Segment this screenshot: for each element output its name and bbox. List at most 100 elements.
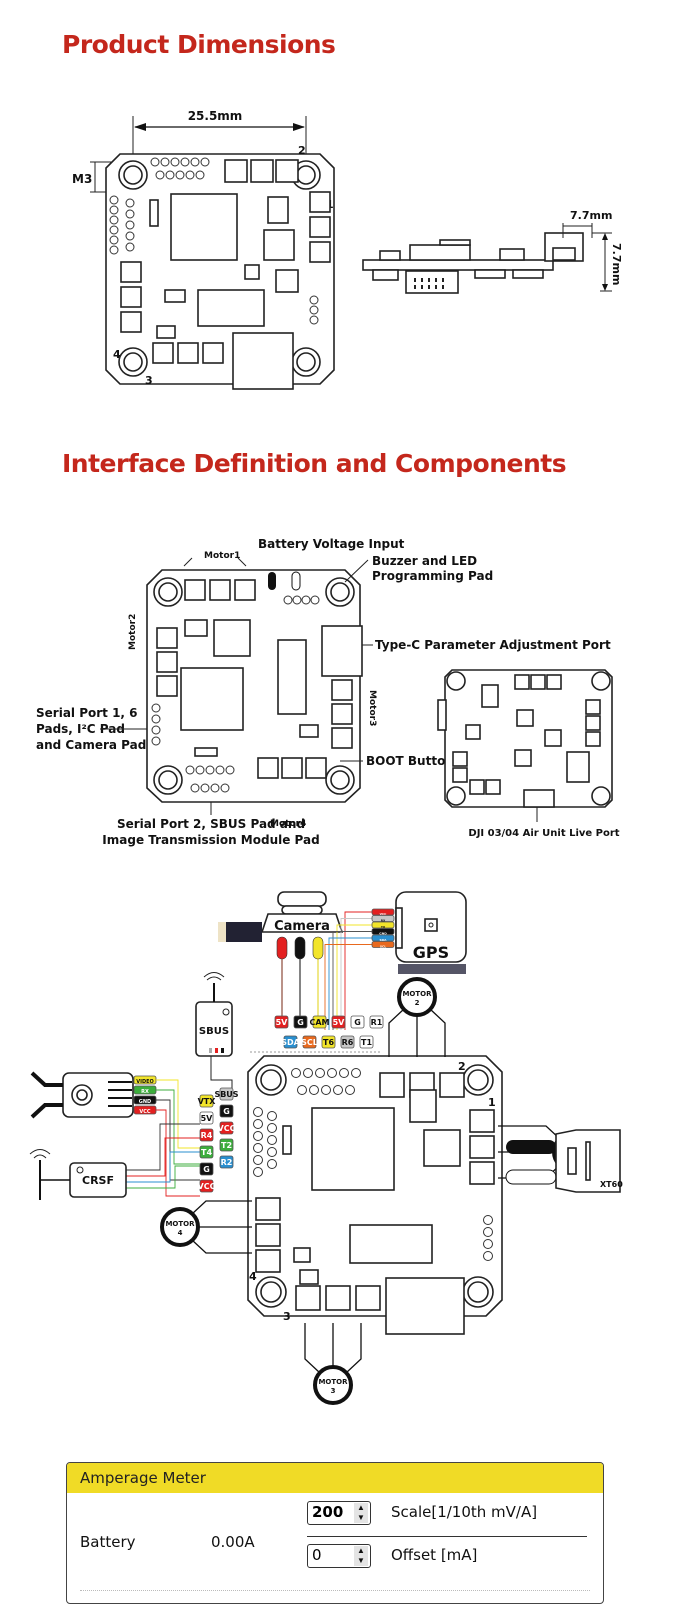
vtx-wire-tag: RX: [133, 1085, 157, 1095]
top-pad-label: SDA: [281, 1038, 300, 1047]
vtx-antenna-icon: [30, 1071, 63, 1119]
top-pad-label: R6: [342, 1038, 354, 1047]
top-pad: SDA: [281, 1035, 301, 1049]
gps-wire-tag-label: SDA: [380, 938, 388, 942]
right-pad-label: SBUS: [214, 1090, 238, 1099]
motor-number: 4: [178, 1229, 183, 1237]
sbus-receiver: SBUS: [195, 972, 233, 1088]
top-pad-label: G: [354, 1018, 361, 1027]
motor4-label: Motor4: [270, 819, 306, 829]
motor-label: MOTOR: [402, 990, 432, 998]
vtx-wire-tag-label: GND: [139, 1099, 151, 1105]
camera-wire-tag: [276, 936, 288, 960]
scale-stepper-arrows[interactable]: ▲▼: [354, 1503, 368, 1523]
offset-input[interactable]: [308, 1545, 350, 1565]
motor-label: MOTOR: [165, 1220, 195, 1228]
top-pad-label: CAM: [309, 1018, 329, 1027]
side-height-label: 7.7mm: [610, 243, 623, 285]
pcb-side-view: 7.7mm 7.7mm: [362, 209, 623, 294]
camera-label: Camera: [274, 919, 330, 934]
svg-text:3: 3: [283, 1310, 291, 1323]
mcu-chip: [170, 193, 238, 261]
mcu-chip: [311, 1107, 395, 1191]
xt60-connector: XT60: [505, 1129, 623, 1193]
gps-label: GPS: [413, 943, 449, 962]
top-pad: SCL: [301, 1035, 318, 1049]
right-pad-label: R2: [221, 1158, 233, 1167]
left-pad: R4: [199, 1128, 214, 1142]
right-pad-label: VCC: [218, 1124, 236, 1133]
pcb-bottom-view: [437, 669, 613, 808]
left-pad-label: G: [203, 1165, 210, 1174]
vtx-wire-tag: VCC: [133, 1105, 157, 1115]
top-pad-label: T1: [361, 1038, 372, 1047]
offset-spinner[interactable]: ▲▼: [307, 1544, 371, 1568]
dimensions-diagram: 25.5mm M3 2 1 3 4: [72, 109, 623, 390]
left-pad: T4: [199, 1145, 214, 1159]
motor-wire: [388, 1008, 446, 1057]
camera-wire-tag: [312, 936, 324, 960]
svg-text:1: 1: [488, 1096, 496, 1109]
left-pad-label: 5V: [201, 1114, 214, 1123]
gps-wire-tag-label: GND: [379, 932, 387, 936]
left-pad-label: VTX: [198, 1097, 217, 1106]
motor-wire: [191, 1200, 252, 1254]
arrow-left-icon: [134, 123, 146, 131]
dotted-separator: [80, 1590, 590, 1591]
antenna-icon: [29, 1149, 51, 1159]
interface-diagram: Motor1 Motor2 Motor3 Motor4 Battery Volt…: [36, 537, 620, 847]
vtx-wire-tag: VIDEO: [133, 1075, 157, 1085]
motor-wire: [304, 1323, 362, 1374]
right-pad: SBUS: [214, 1087, 239, 1101]
right-pad: T2: [219, 1138, 234, 1152]
divider: [307, 1536, 587, 1537]
hole-size-label: M3: [72, 172, 92, 186]
usb-c-port: [385, 1277, 465, 1335]
crsf-receiver: CRSF: [29, 1149, 127, 1200]
gps-wire-tag: RX: [371, 915, 395, 923]
sbus-label: SBUS: [199, 1026, 229, 1037]
left-pad: VCC: [198, 1179, 216, 1193]
typec-callout: Type-C Parameter Adjustment Port: [375, 638, 611, 652]
svg-text:4: 4: [249, 1270, 257, 1283]
corner-number: 2: [298, 144, 306, 157]
right-pad-label: T2: [221, 1141, 232, 1150]
left-pad-label: R4: [201, 1131, 213, 1140]
section-title-interface: Interface Definition and Components: [62, 449, 567, 478]
boot-button: [299, 1269, 319, 1285]
left-pad-label: T4: [201, 1148, 212, 1157]
battery-voltage-callout: Battery Voltage Input: [258, 537, 405, 551]
right-pad: R2: [219, 1155, 234, 1169]
battery-label: Battery: [80, 1533, 136, 1551]
motor1-label: Motor1: [204, 551, 240, 561]
scale-spinner[interactable]: ▲▼: [307, 1501, 371, 1525]
scale-input[interactable]: [308, 1502, 350, 1522]
serial1-callout-line1: Serial Port 1, 6: [36, 706, 138, 720]
left-pad-label: VCC: [198, 1182, 216, 1191]
top-pad-label: R1: [371, 1018, 383, 1027]
usb-c-port: [321, 625, 363, 677]
camera-module: Camera: [218, 891, 344, 942]
gps-antenna-image: [398, 964, 466, 974]
motor-number: 3: [331, 1387, 336, 1395]
battery-wire-negative: [268, 572, 276, 590]
top-pad-label: 5V: [333, 1018, 346, 1027]
dji-air-unit-port: [523, 789, 555, 808]
amperage-meter-title: Amperage Meter: [67, 1463, 603, 1493]
offset-stepper-arrows[interactable]: ▲▼: [354, 1546, 368, 1566]
top-pad: R1: [369, 1015, 384, 1029]
svg-text:2: 2: [458, 1060, 466, 1073]
top-pad-label: G: [297, 1018, 304, 1027]
corner-number: 3: [145, 374, 153, 387]
arrow-right-icon: [293, 123, 305, 131]
left-pad: G: [199, 1162, 214, 1176]
gyro-chip: [277, 639, 307, 715]
top-pad-label: 5V: [276, 1018, 289, 1027]
vtx-wire-tag: GND: [133, 1095, 157, 1105]
top-pad: 5V: [331, 1015, 346, 1029]
crsf-label: CRSF: [82, 1174, 114, 1187]
pcb-interface-view: [146, 569, 363, 803]
top-pad-label: SCL: [301, 1038, 318, 1047]
